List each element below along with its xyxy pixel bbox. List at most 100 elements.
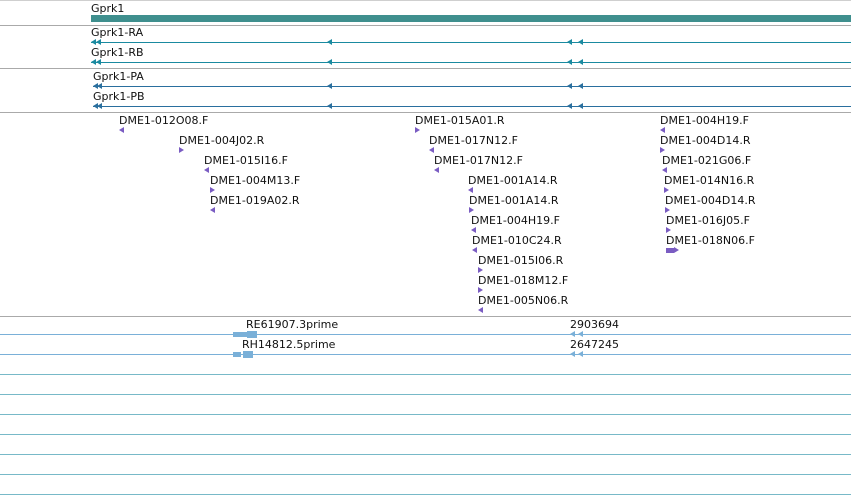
- cdna-left-arrow-icon[interactable]: [570, 351, 575, 357]
- est-label[interactable]: DME1-021G06.F: [662, 154, 752, 167]
- est-right-arrow-icon[interactable]: [660, 147, 665, 153]
- est-label[interactable]: DME1-012O08.F: [119, 114, 209, 127]
- protein-pa-start-arrow-icon: [93, 83, 98, 89]
- section-divider: [0, 68, 851, 69]
- est-left-arrow-icon[interactable]: [468, 187, 473, 193]
- transcript-ra-start-arrow-icon: [91, 39, 96, 45]
- est-right-arrow-icon[interactable]: [478, 287, 483, 293]
- est-label[interactable]: DME1-005N06.R: [478, 294, 569, 307]
- section-divider: [0, 112, 851, 113]
- transcript-rb-intron-arrow-icon: [578, 59, 583, 65]
- cdna-feature-box[interactable]: [233, 352, 241, 357]
- empty-track-line: [0, 414, 851, 415]
- est-label[interactable]: DME1-015I16.F: [204, 154, 288, 167]
- est-label[interactable]: DME1-016J05.F: [666, 214, 750, 227]
- cdna-left-arrow-icon[interactable]: [570, 331, 575, 337]
- est-label[interactable]: DME1-015A01.R: [415, 114, 505, 127]
- cdna-left-arrow-icon[interactable]: [578, 331, 583, 337]
- protein-pa-line[interactable]: [93, 86, 851, 87]
- protein-pb-start-arrow-icon: [93, 103, 98, 109]
- est-label[interactable]: DME1-018M12.F: [478, 274, 569, 287]
- protein-pa-intron-arrow-icon: [567, 83, 572, 89]
- empty-track-line: [0, 374, 851, 375]
- cdna-label[interactable]: 2903694: [570, 318, 619, 331]
- est-label[interactable]: DME1-001A14.R: [468, 174, 558, 187]
- protein-pa-start-arrow-icon: [97, 83, 102, 89]
- est-left-arrow-icon[interactable]: [478, 307, 483, 313]
- protein-pb-intron-arrow-icon: [578, 103, 583, 109]
- section-divider: [0, 316, 851, 317]
- protein-label-pb: Gprk1-PB: [93, 90, 145, 103]
- transcript-rb-intron-arrow-icon: [567, 59, 572, 65]
- est-left-arrow-icon[interactable]: [662, 167, 667, 173]
- est-label[interactable]: DME1-018N06.F: [666, 234, 755, 247]
- est-right-arrow-icon[interactable]: [478, 267, 483, 273]
- est-left-arrow-icon[interactable]: [660, 127, 665, 133]
- est-left-arrow-icon[interactable]: [119, 127, 124, 133]
- protein-pb-start-arrow-icon: [97, 103, 102, 109]
- cdna-left-arrow-icon[interactable]: [578, 351, 583, 357]
- transcript-ra-intron-arrow-icon: [578, 39, 583, 45]
- transcript-ra-intron-arrow-icon: [327, 39, 332, 45]
- protein-pa-intron-arrow-icon: [578, 83, 583, 89]
- est-left-arrow-icon[interactable]: [210, 207, 215, 213]
- protein-pb-line[interactable]: [93, 106, 851, 107]
- est-label[interactable]: DME1-001A14.R: [469, 194, 559, 207]
- transcript-label-rb: Gprk1-RB: [91, 46, 144, 59]
- empty-track-line: [0, 434, 851, 435]
- est-label[interactable]: DME1-004H19.F: [471, 214, 560, 227]
- gene-label: Gprk1: [91, 2, 125, 15]
- est-right-arrow-icon[interactable]: [664, 187, 669, 193]
- cdna-track-line: [0, 354, 851, 355]
- cdna-label[interactable]: RE61907.3prime: [246, 318, 339, 331]
- section-divider: [0, 25, 851, 26]
- est-left-arrow-icon[interactable]: [471, 227, 476, 233]
- transcript-ra-start-arrow-icon: [96, 39, 101, 45]
- est-label[interactable]: DME1-004D14.R: [660, 134, 751, 147]
- transcript-rb-start-arrow-icon: [91, 59, 96, 65]
- empty-track-line: [0, 494, 851, 495]
- protein-pb-intron-arrow-icon: [567, 103, 572, 109]
- est-label[interactable]: DME1-010C24.R: [472, 234, 562, 247]
- est-label[interactable]: DME1-019A02.R: [210, 194, 300, 207]
- transcript-ra-intron-arrow-icon: [567, 39, 572, 45]
- transcript-rb-line[interactable]: [91, 62, 851, 63]
- est-right-arrow-icon[interactable]: [666, 227, 671, 233]
- cdna-feature-box[interactable]: [247, 331, 257, 338]
- top-border: [0, 0, 851, 1]
- cdna-label[interactable]: RH14812.5prime: [242, 338, 336, 351]
- protein-label-pa: Gprk1-PA: [93, 70, 144, 83]
- gene-bar[interactable]: [91, 15, 851, 22]
- est-right-arrow-icon[interactable]: [674, 247, 679, 253]
- transcript-label-ra: Gprk1-RA: [91, 26, 144, 39]
- est-right-arrow-icon[interactable]: [210, 187, 215, 193]
- est-label[interactable]: DME1-004D14.R: [665, 194, 756, 207]
- cdna-feature-box[interactable]: [243, 351, 253, 358]
- protein-pb-intron-arrow-icon: [327, 103, 332, 109]
- protein-pa-intron-arrow-icon: [327, 83, 332, 89]
- est-label[interactable]: DME1-004M13.F: [210, 174, 301, 187]
- est-feature-box[interactable]: [666, 248, 674, 253]
- empty-track-line: [0, 394, 851, 395]
- est-right-arrow-icon[interactable]: [179, 147, 184, 153]
- est-right-arrow-icon[interactable]: [665, 207, 670, 213]
- est-left-arrow-icon[interactable]: [434, 167, 439, 173]
- empty-track-line: [0, 454, 851, 455]
- cdna-track-line: [0, 334, 851, 335]
- est-label[interactable]: DME1-017N12.F: [434, 154, 523, 167]
- est-label[interactable]: DME1-004H19.F: [660, 114, 749, 127]
- est-left-arrow-icon[interactable]: [204, 167, 209, 173]
- est-right-arrow-icon[interactable]: [469, 207, 474, 213]
- empty-track-line: [0, 474, 851, 475]
- cdna-feature-box[interactable]: [233, 332, 247, 337]
- est-left-arrow-icon[interactable]: [472, 247, 477, 253]
- est-label[interactable]: DME1-015I06.R: [478, 254, 564, 267]
- est-label[interactable]: DME1-014N16.R: [664, 174, 755, 187]
- transcript-rb-start-arrow-icon: [96, 59, 101, 65]
- est-right-arrow-icon[interactable]: [415, 127, 420, 133]
- est-left-arrow-icon[interactable]: [429, 147, 434, 153]
- est-label[interactable]: DME1-004J02.R: [179, 134, 265, 147]
- cdna-label[interactable]: 2647245: [570, 338, 619, 351]
- transcript-ra-line[interactable]: [91, 42, 851, 43]
- est-label[interactable]: DME1-017N12.F: [429, 134, 518, 147]
